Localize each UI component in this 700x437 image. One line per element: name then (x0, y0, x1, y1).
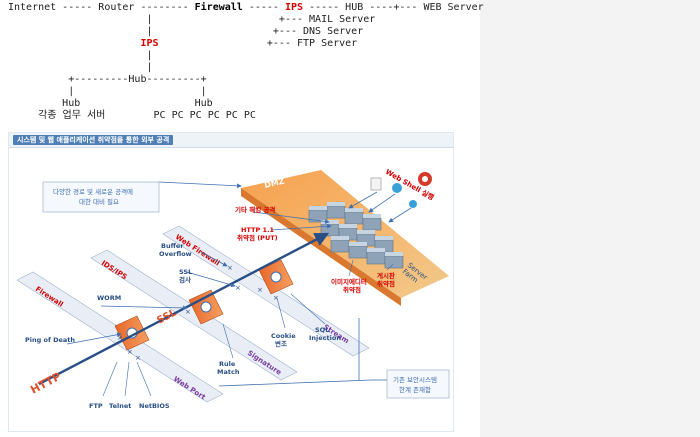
ssl-check-label: SSL 검사 (179, 268, 194, 284)
rule-line-2: Match (217, 368, 240, 376)
rule-match-label: Rule Match (217, 360, 240, 376)
topology-line-7: +---------Hub---------+ (8, 74, 207, 85)
topology-line-4a (8, 38, 140, 49)
globe-icon-small (409, 200, 417, 208)
svg-text:×: × (257, 286, 263, 294)
http-label: HTTP (28, 370, 63, 397)
image-editor-line-1: 이미지에디터 (331, 277, 367, 286)
http11-line-2: 취약점 (PUT) (237, 233, 278, 242)
ids-ips-band (90, 249, 298, 381)
ping-label: Ping of Death (25, 336, 75, 344)
topology-line-6: | (8, 62, 153, 73)
topology-line-1b: ----- (242, 2, 285, 13)
info-box-bottom (386, 369, 450, 399)
cookie-line-2: 변조 (275, 339, 287, 348)
board-line-1: 게시판 (377, 271, 395, 280)
buffer-line-2: Overflow (159, 250, 192, 258)
topology-line-1a: Internet ----- Router -------- (8, 2, 195, 13)
http11-label: HTTP 1.1 취약점 (PUT) (237, 226, 278, 242)
sql-line-2: Injection (309, 334, 341, 342)
webshell-arrows (348, 191, 412, 223)
svg-text:×: × (273, 294, 279, 302)
side-background (480, 0, 700, 437)
sql-line-1: SQL (315, 326, 329, 334)
info-box-top-text: 다양한 경로 및 새로운 공격에 대한 대비 필요 (53, 187, 135, 206)
image-editor-label: 이미지에디터 취약점 (331, 277, 369, 294)
cookie-label: Cookie 변조 (271, 332, 298, 348)
svg-text:×: × (135, 354, 141, 362)
http11-line-1: HTTP 1.1 (241, 226, 274, 234)
worm-label: WORM (97, 294, 121, 302)
panel-header: 시스템 및 웹 애플리케이션 취약점을 통한 외부 공격 (9, 133, 453, 148)
info-box-top (42, 181, 160, 213)
attack-arrows (66, 181, 387, 387)
svg-text:×: × (235, 284, 241, 292)
svg-text:×: × (185, 308, 191, 316)
buffer-label: Buffer Overflow (159, 242, 192, 258)
topology-line-1c: ----- HUB ----+--- WEB Server (303, 2, 484, 13)
cookie-line-1: Cookie (271, 332, 296, 340)
attack-diagram-panel: 시스템 및 웹 애플리케이션 취약점을 통한 외부 공격 DMZ Server (8, 132, 454, 432)
info-box-bottom-text: 기존 보안시스템 한계 존재함 (393, 375, 439, 394)
label-leader-lines (102, 259, 394, 397)
panel-title: 시스템 및 웹 애플리케이션 취약점을 통한 외부 공격 (13, 135, 174, 145)
sql-label: SQL Injection (309, 326, 341, 342)
ssl-check-line-2: 검사 (179, 275, 191, 284)
board-line-2: 취약점 (377, 279, 395, 288)
topology-line-10: 각종 업무 서버 PC PC PC PC PC PC (8, 110, 256, 121)
netbios-label: NetBIOS (139, 402, 170, 410)
info-box-top-line-1: 다양한 경로 및 새로운 공격에 (53, 187, 133, 196)
rule-line-1: Rule (219, 360, 236, 368)
info-box-bottom-line-2: 한계 존재함 (399, 385, 431, 394)
web-firewall-wall (258, 259, 294, 295)
blocked-marks: ×× ×× ×× ×× (117, 264, 279, 362)
server-cluster (308, 202, 404, 269)
web-firewall-band (162, 225, 370, 357)
topology-ips: IPS (284, 2, 304, 13)
topology-line-3: | +--- DNS Server (8, 26, 364, 37)
svg-text:×: × (117, 334, 123, 342)
ftp-label: FTP (89, 402, 103, 410)
dmz-platform-edge (241, 188, 401, 306)
info-box-top-line-2: 대한 대비 필요 (79, 197, 119, 206)
topology-firewall: Firewall (194, 2, 243, 13)
buffer-line-1: Buffer (161, 242, 184, 250)
svg-text:×: × (227, 264, 233, 272)
topology-line-8: | | (8, 86, 207, 97)
topology-ips-2: IPS (140, 38, 159, 49)
topology-line-4b: +--- FTP Server (158, 38, 358, 49)
topology-line-9: Hub Hub (8, 98, 213, 109)
info-box-bottom-line-1: 기존 보안시스템 (393, 375, 437, 384)
topology-line-2: | +--- MAIL Server (8, 14, 376, 25)
ssl-check-line-1: SSL (179, 268, 192, 276)
globe-icon (392, 183, 402, 193)
svg-text:×: × (127, 348, 133, 356)
ids-ips-wall (188, 289, 224, 325)
telnet-label: Telnet (109, 402, 131, 410)
image-editor-line-2: 취약점 (343, 285, 361, 294)
other-hack-label: 기타 해킹 공격 (235, 205, 275, 214)
attack-diagram: DMZ Server Farm (16, 167, 450, 410)
network-topology-text: Internet ----- Router -------- Firewall … (8, 2, 484, 122)
document-icon (370, 177, 382, 191)
board-label: 게시판 취약점 (377, 271, 397, 288)
topology-line-5: | (8, 50, 153, 61)
